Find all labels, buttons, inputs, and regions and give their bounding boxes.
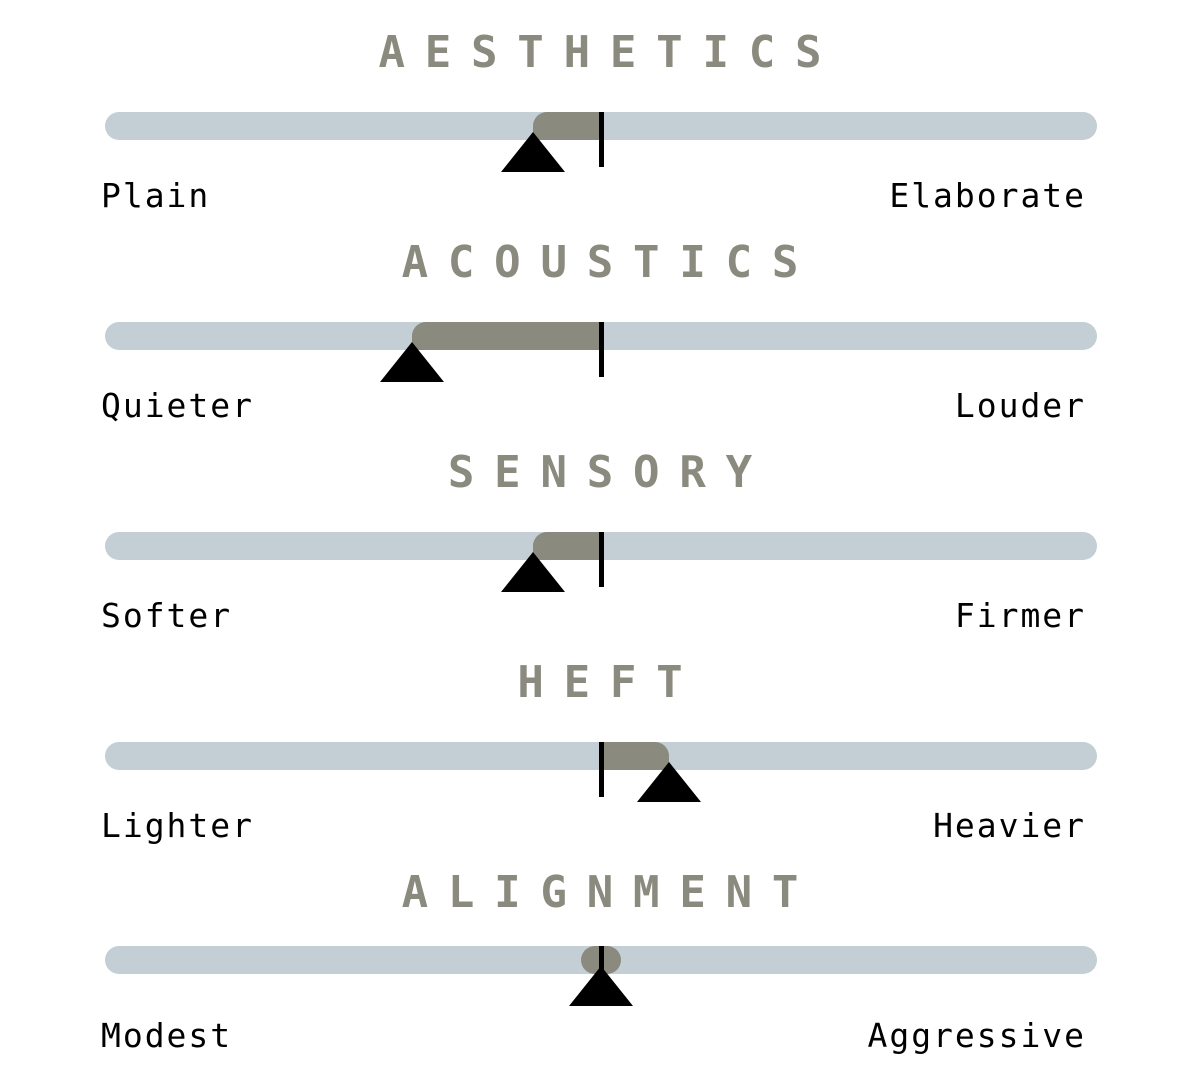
center-tick	[599, 322, 604, 377]
right-end-label: Elaborate	[889, 176, 1086, 215]
right-end-label: Louder	[954, 386, 1086, 425]
center-tick	[599, 532, 604, 587]
slider-section-acoustics: ACOUSTICS Quieter Louder	[0, 238, 1200, 438]
slider-marker-triangle[interactable]	[569, 966, 633, 1006]
left-end-label: Modest	[101, 1016, 233, 1055]
section-title: ACOUSTICS	[401, 237, 819, 288]
section-title: SENSORY	[447, 447, 772, 498]
left-end-label: Softer	[101, 596, 233, 635]
slider-marker-triangle[interactable]	[379, 342, 444, 382]
left-end-label: Plain	[101, 176, 211, 215]
slider-marker-triangle[interactable]	[501, 132, 566, 172]
right-end-label: Aggressive	[867, 1016, 1086, 1055]
slider-section-alignment: ALIGNMENT Modest Aggressive	[0, 868, 1200, 1068]
center-tick	[599, 112, 604, 167]
slider-section-sensory: SENSORY Softer Firmer	[0, 448, 1200, 648]
section-title: HEFT	[517, 657, 703, 708]
slider-marker-triangle[interactable]	[636, 762, 701, 802]
right-end-label: Firmer	[954, 596, 1086, 635]
slider-marker-triangle[interactable]	[501, 552, 566, 592]
slider-section-heft: HEFT Lighter Heavier	[0, 658, 1200, 858]
left-end-label: Quieter	[101, 386, 254, 425]
right-end-label: Heavier	[933, 806, 1086, 845]
left-end-label: Lighter	[101, 806, 254, 845]
section-title: AESTHETICS	[378, 27, 842, 78]
slider-section-aesthetics: AESTHETICS Plain Elaborate	[0, 28, 1200, 228]
center-tick	[599, 742, 604, 797]
section-title: ALIGNMENT	[401, 867, 819, 918]
